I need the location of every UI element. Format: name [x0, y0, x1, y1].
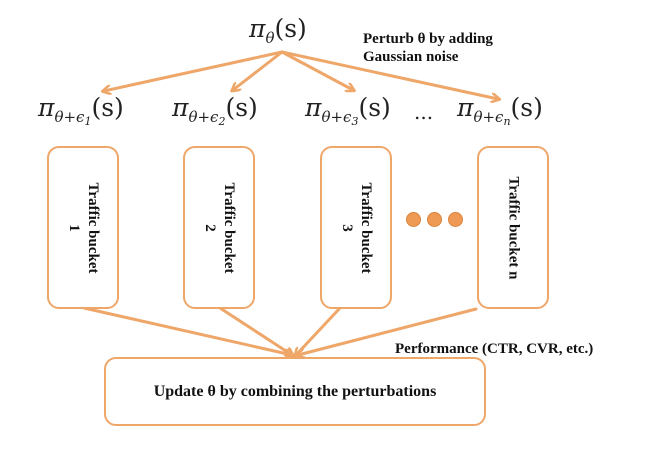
perturbed-policy-3: πθ+ϵ3(s) — [305, 93, 391, 128]
argument: (s) — [358, 93, 391, 122]
perturbed-policy-n: πθ+ϵn(s) — [457, 93, 543, 128]
bucket-label-line-1: Traffic bucket — [358, 182, 374, 273]
root-policy-label: πθ(s) — [249, 14, 307, 47]
bucket-label-line-2: 1 — [66, 223, 82, 232]
update-label: Update θ by combining the perturbations — [153, 383, 437, 400]
arrow-from-bucket-1 — [82, 306, 292, 355]
perturb-note: Perturb θ by adding Gaussian noise — [363, 30, 493, 66]
bucket-label-line-2: 3 — [339, 223, 355, 232]
perturbed-policy-1: πθ+ϵ1(s) — [38, 93, 124, 128]
policy-ellipsis: ... — [414, 100, 434, 124]
subscript: θ+ϵ — [54, 108, 85, 126]
pi-symbol: π — [38, 93, 55, 122]
arrow-to-policy-1 — [104, 50, 284, 91]
dot-1 — [406, 212, 421, 227]
subscript: θ+ϵ — [188, 108, 219, 126]
arrow-to-policy-2 — [233, 50, 284, 90]
bucket-label-line-2: 2 — [202, 223, 218, 232]
argument: (s) — [91, 93, 124, 122]
traffic-bucket-n: Traffic bucket n — [477, 146, 549, 309]
arrow-from-bucket-3 — [296, 306, 342, 355]
subscript-index: n — [503, 115, 511, 128]
performance-note: Performance (CTR, CVR, etc.) — [395, 341, 594, 357]
subscript-index: 3 — [351, 115, 359, 128]
bucket-ellipsis-dots — [406, 212, 463, 227]
argument: (s) — [510, 93, 543, 122]
dot-2 — [427, 212, 442, 227]
pi-symbol: π — [457, 93, 474, 122]
subscript: θ+ϵ — [321, 108, 352, 126]
arrow-to-policy-n — [280, 50, 498, 99]
arrow-to-policy-3 — [280, 50, 353, 90]
subscript-index: 1 — [84, 115, 92, 128]
theta-subscript: θ — [265, 29, 275, 47]
pi-symbol: π — [172, 93, 189, 122]
argument: (s) — [274, 14, 307, 43]
arrow-from-bucket-n — [298, 307, 478, 355]
dot-3 — [448, 212, 463, 227]
bucket-label: Traffic bucket n — [504, 176, 523, 279]
bucket-label-line-1: Traffic bucket — [85, 182, 101, 273]
perturbed-policy-2: πθ+ϵ2(s) — [172, 93, 258, 128]
pi-symbol: π — [249, 14, 266, 43]
subscript-index: 2 — [218, 115, 226, 128]
arrow-from-bucket-2 — [218, 306, 292, 355]
subscript: θ+ϵ — [473, 108, 504, 126]
perturb-note-line-1: Perturb θ by adding — [363, 31, 493, 47]
argument: (s) — [225, 93, 258, 122]
update-box: Update θ by combining the perturbations — [104, 357, 486, 426]
bucket-label-line-1: Traffic bucket — [221, 182, 237, 273]
bucket-label-line-1: Traffic bucket n — [505, 175, 522, 280]
pi-symbol: π — [305, 93, 322, 122]
perturb-note-line-2: Gaussian noise — [363, 49, 459, 65]
